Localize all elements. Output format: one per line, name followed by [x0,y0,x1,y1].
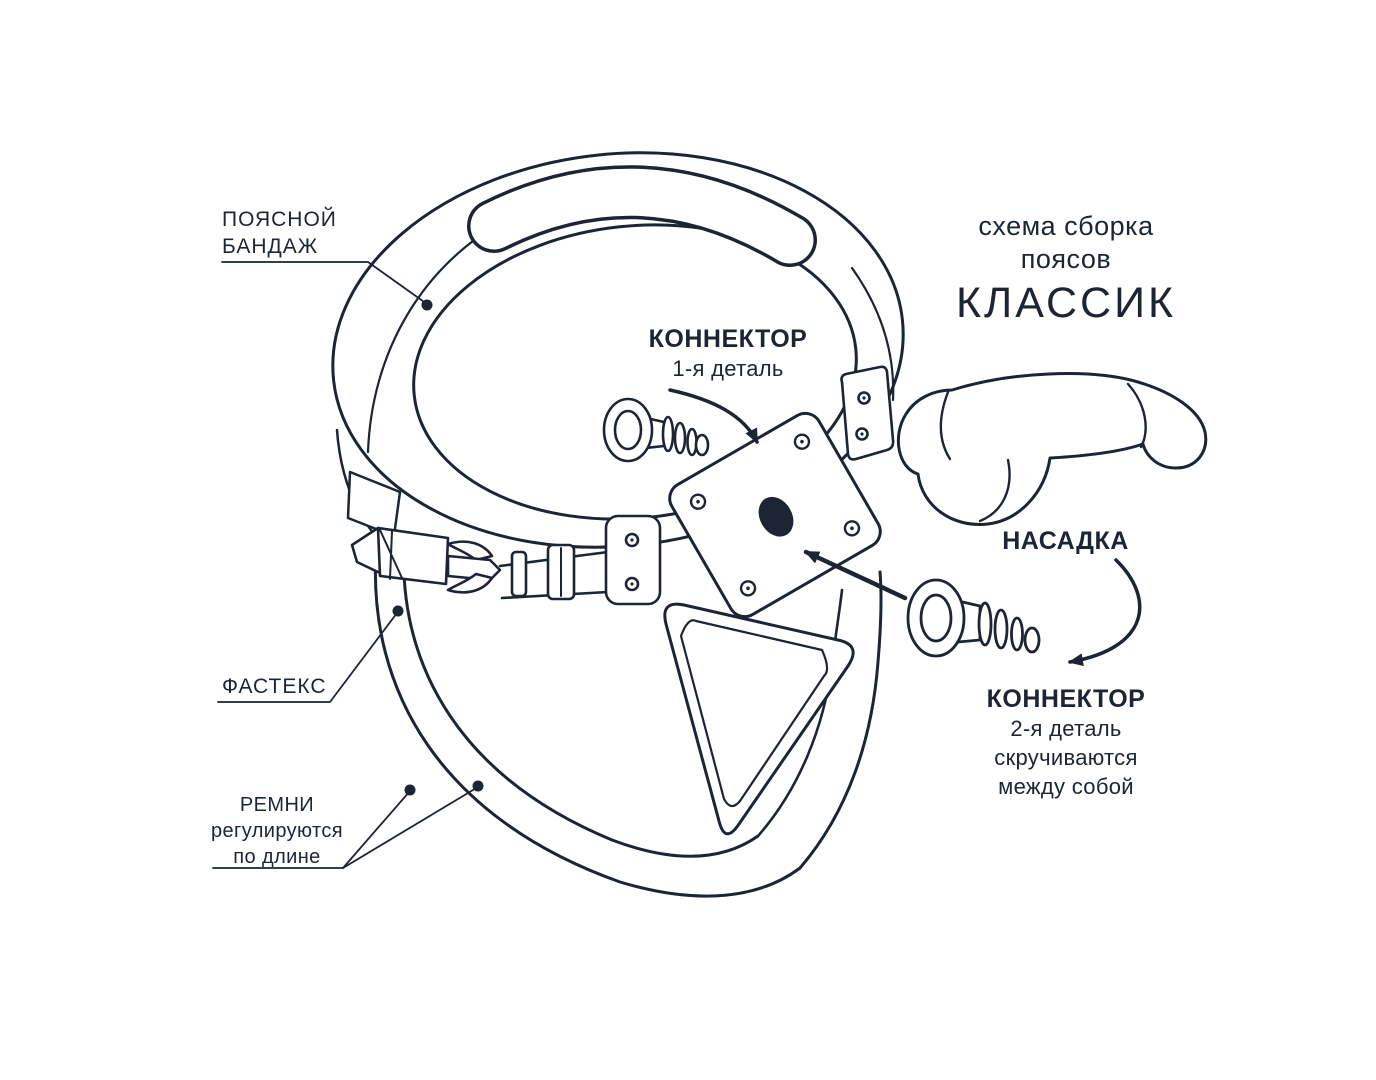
straps-label-line1: РЕМНИ [239,794,315,816]
strap-slider [498,543,610,601]
title-line2: поясов [1020,244,1112,274]
attachment-label: НАСАДКА [983,526,1148,556]
plate-screws [689,433,861,597]
connector-1-name: КОННЕКТОР [648,325,808,353]
top-pad [467,165,817,267]
pointer-dots [392,299,484,796]
connector-2-note1: скручиваются [994,745,1138,770]
title-line1: схема сборка [978,211,1154,241]
connector-2-label: КОННЕКТОР 2-я деталь скручиваются между … [945,684,1187,801]
arrow-connector1-to-plate [668,388,759,444]
leader-lines [212,261,479,869]
fastex-buckle [350,526,502,594]
connector-1-drawing [602,397,710,463]
diagram-title: схема сборка поясов КЛАССИК [938,210,1194,327]
straps-label-line2: регулируются [211,820,343,842]
connector-2-note2: между собой [998,774,1134,799]
fastex-label: ФАСТЕКС [222,673,327,700]
dildo-attachment [896,372,1208,526]
mount-plate [668,411,882,619]
arrow-connector2-to-hole [803,549,908,601]
strap-fitting [604,514,662,606]
connector-2-drawing [906,578,1041,658]
straps-label-line3: по длине [233,846,321,868]
arrow-nasadka-to-connector2 [1068,558,1142,667]
attachment-name: НАСАДКА [1002,527,1129,555]
plate-hole [758,496,794,537]
connector-2-detail: 2-я деталь [1010,716,1122,741]
connector-2-name: КОННЕКТОР [986,685,1146,713]
fastex-name: ФАСТЕКС [222,675,327,698]
connector-1-detail: 1-я деталь [672,356,784,381]
triangle-pad [663,602,855,836]
waist-band-label-line2: БАНДАЖ [222,235,319,258]
band-bracket [840,365,895,461]
waist-band-label-line1: ПОЯСНОЙ [222,208,337,231]
connector-1-label: КОННЕКТОР 1-я деталь [630,324,826,383]
straps-label: РЕМНИ регулируются по длине [203,792,351,870]
title-line3: КЛАССИК [955,279,1177,327]
waist-band-label: ПОЯСНОЙ БАНДАЖ [222,206,337,260]
arrows [668,388,1142,667]
